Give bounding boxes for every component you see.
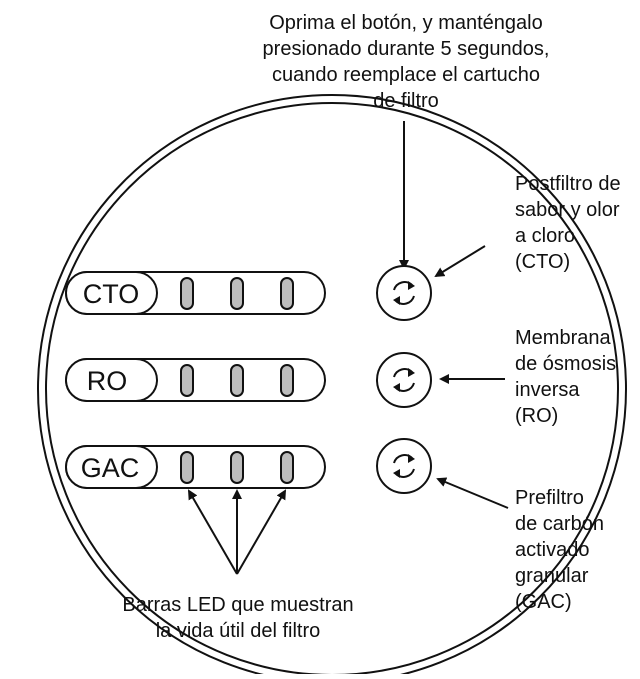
bottom-callout-line: la vida útil del filtro <box>156 620 321 642</box>
filter-label-cto: CTO <box>83 279 140 309</box>
refresh-cycle-icon <box>393 368 415 392</box>
led-bar <box>180 277 194 310</box>
reset-button-ring[interactable] <box>376 265 432 321</box>
callout-ro-line: inversa <box>515 379 580 401</box>
callout-gac-line: de carbón <box>515 513 604 535</box>
callout-ro: Membrana de ósmosis inversa (RO) <box>439 327 616 427</box>
callout-gac-arrow <box>436 477 509 509</box>
reset-button-ring[interactable] <box>376 438 432 494</box>
filter-label-pill <box>65 271 158 315</box>
led-bar <box>180 451 194 484</box>
top-callout-line: de filtro <box>373 90 439 112</box>
callout-ro-line: Membrana <box>515 327 611 349</box>
led-bar <box>230 277 244 310</box>
callout-gac-line: activado <box>515 539 590 561</box>
panel-outer-ring <box>37 94 627 679</box>
reset-button-gac[interactable] <box>376 438 432 494</box>
callout-gac: Prefiltro de carbón activado granular (G… <box>436 477 604 613</box>
led-bar <box>230 364 244 397</box>
led-bar <box>280 277 294 310</box>
led-callout-arrow <box>187 489 238 575</box>
callout-ro-line: de ósmosis <box>515 353 616 375</box>
led-bar <box>280 451 294 484</box>
filter-label-ro: RO <box>87 366 128 396</box>
filter-row-ro: RO <box>65 358 326 402</box>
led-bar <box>280 364 294 397</box>
filter-label-pill <box>65 358 158 402</box>
callout-cto-line: sabor y olor <box>515 199 620 221</box>
filter-label-pill <box>65 445 158 489</box>
filter-row-cto: CTO <box>65 271 326 315</box>
top-callout-line: Oprima el botón, y manténgalo <box>269 12 543 34</box>
callout-cto-line: Postfiltro de <box>515 173 621 195</box>
filter-label-gac: GAC <box>81 453 140 483</box>
led-bar <box>230 451 244 484</box>
callout-cto: Postfiltro de sabor y olor a cloro (CTO) <box>434 173 621 278</box>
refresh-cycle-icon <box>393 454 415 478</box>
led-callout-arrow <box>236 489 287 575</box>
top-callout-line: cuando reemplace el cartucho <box>272 64 540 86</box>
callout-cto-line: (CTO) <box>515 251 570 273</box>
reset-button-ring[interactable] <box>376 352 432 408</box>
led-bar <box>180 364 194 397</box>
bottom-callout: Barras LED que muestran la vida útil del… <box>122 489 354 642</box>
callout-gac-line: Prefiltro <box>515 487 584 509</box>
callout-gac-line: (GAC) <box>515 591 572 613</box>
reset-button-ro[interactable] <box>376 352 432 408</box>
callout-ro-line: (RO) <box>515 405 558 427</box>
bottom-callout-line: Barras LED que muestran <box>122 594 353 616</box>
callout-cto-line: a cloro <box>515 225 575 247</box>
refresh-cycle-icon <box>393 281 415 305</box>
callout-cto-arrow <box>434 245 486 278</box>
top-callout-line: presionado durante 5 segundos, <box>263 38 550 60</box>
reset-button-cto[interactable] <box>376 265 432 321</box>
top-callout: Oprima el botón, y manténgalo presionado… <box>263 12 550 270</box>
callout-gac-line: granular <box>515 565 589 587</box>
filter-row-gac: GAC <box>65 445 326 489</box>
